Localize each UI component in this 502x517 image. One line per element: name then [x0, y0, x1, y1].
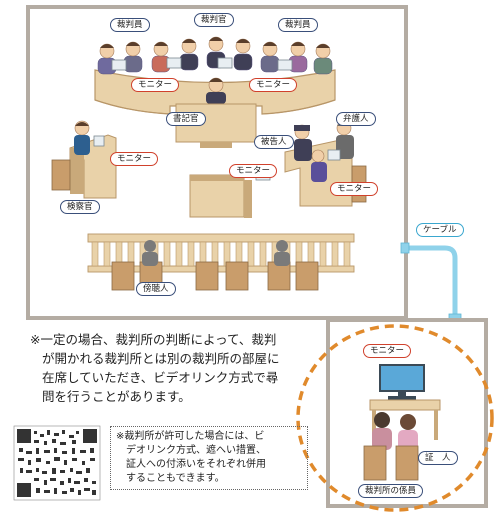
label-cable: ケーブル — [416, 223, 464, 237]
remote-monitor — [379, 364, 425, 392]
label-monitor-prosecutor: モニター — [110, 152, 159, 166]
label-monitor-center: モニター — [229, 164, 278, 178]
label-defense: 弁護人 — [336, 112, 376, 126]
cable — [407, 245, 458, 318]
label-gallery: 傍聴人 — [136, 282, 176, 296]
label-monitor-remote: モニター — [363, 344, 412, 358]
label-prosecutor: 検察官 — [60, 200, 100, 214]
label-monitor-bench-right: モニター — [249, 78, 298, 92]
permission-note-line3: 証人への付添いをそれぞれ併用 — [126, 459, 266, 470]
videolink-note-line3: 在席していただき、ビデオリンク方式で尋 — [42, 370, 279, 385]
label-clerk: 書記官 — [166, 112, 206, 126]
videolink-note-line1: ※一定の場合、裁判所の判断によって、裁判 — [30, 332, 277, 347]
permission-note-line1: ※裁判所が許可した場合には、ビ — [116, 431, 265, 442]
label-monitor-bench-left: モニター — [131, 78, 180, 92]
videolink-note: ※一定の場合、裁判所の判断によって、裁判 が開かれる裁判所とは別の裁判所の部屋に… — [30, 330, 320, 406]
label-judge: 裁判官 — [194, 13, 234, 27]
remote-desk — [369, 399, 441, 411]
permission-note: ※裁判所が許可した場合には、ビ デオリンク方式、遮へい措置、 証人への付添いをそ… — [110, 426, 308, 490]
label-court-staff: 裁判所の係員 — [358, 484, 424, 498]
remote-dashed-circle — [296, 324, 494, 512]
permission-note-line4: することもできます。 — [126, 473, 225, 484]
label-lay-judges-right: 裁判員 — [278, 18, 318, 32]
qr-code — [13, 425, 101, 501]
label-lay-judges-left: 裁判員 — [110, 18, 150, 32]
label-monitor-defense: モニター — [330, 182, 379, 196]
videolink-note-line2: が開かれる裁判所とは別の裁判所の部屋に — [42, 351, 280, 366]
permission-note-line2: デオリンク方式、遮へい措置、 — [126, 445, 266, 456]
lay-judges-and-judges — [97, 51, 333, 75]
videolink-note-line4: 問を行うことがあります。 — [42, 389, 191, 404]
witness-stand — [189, 174, 245, 218]
gallery-rail — [87, 233, 355, 273]
label-defendant: 被告人 — [254, 135, 294, 149]
label-witness: 証 人 — [418, 451, 458, 465]
